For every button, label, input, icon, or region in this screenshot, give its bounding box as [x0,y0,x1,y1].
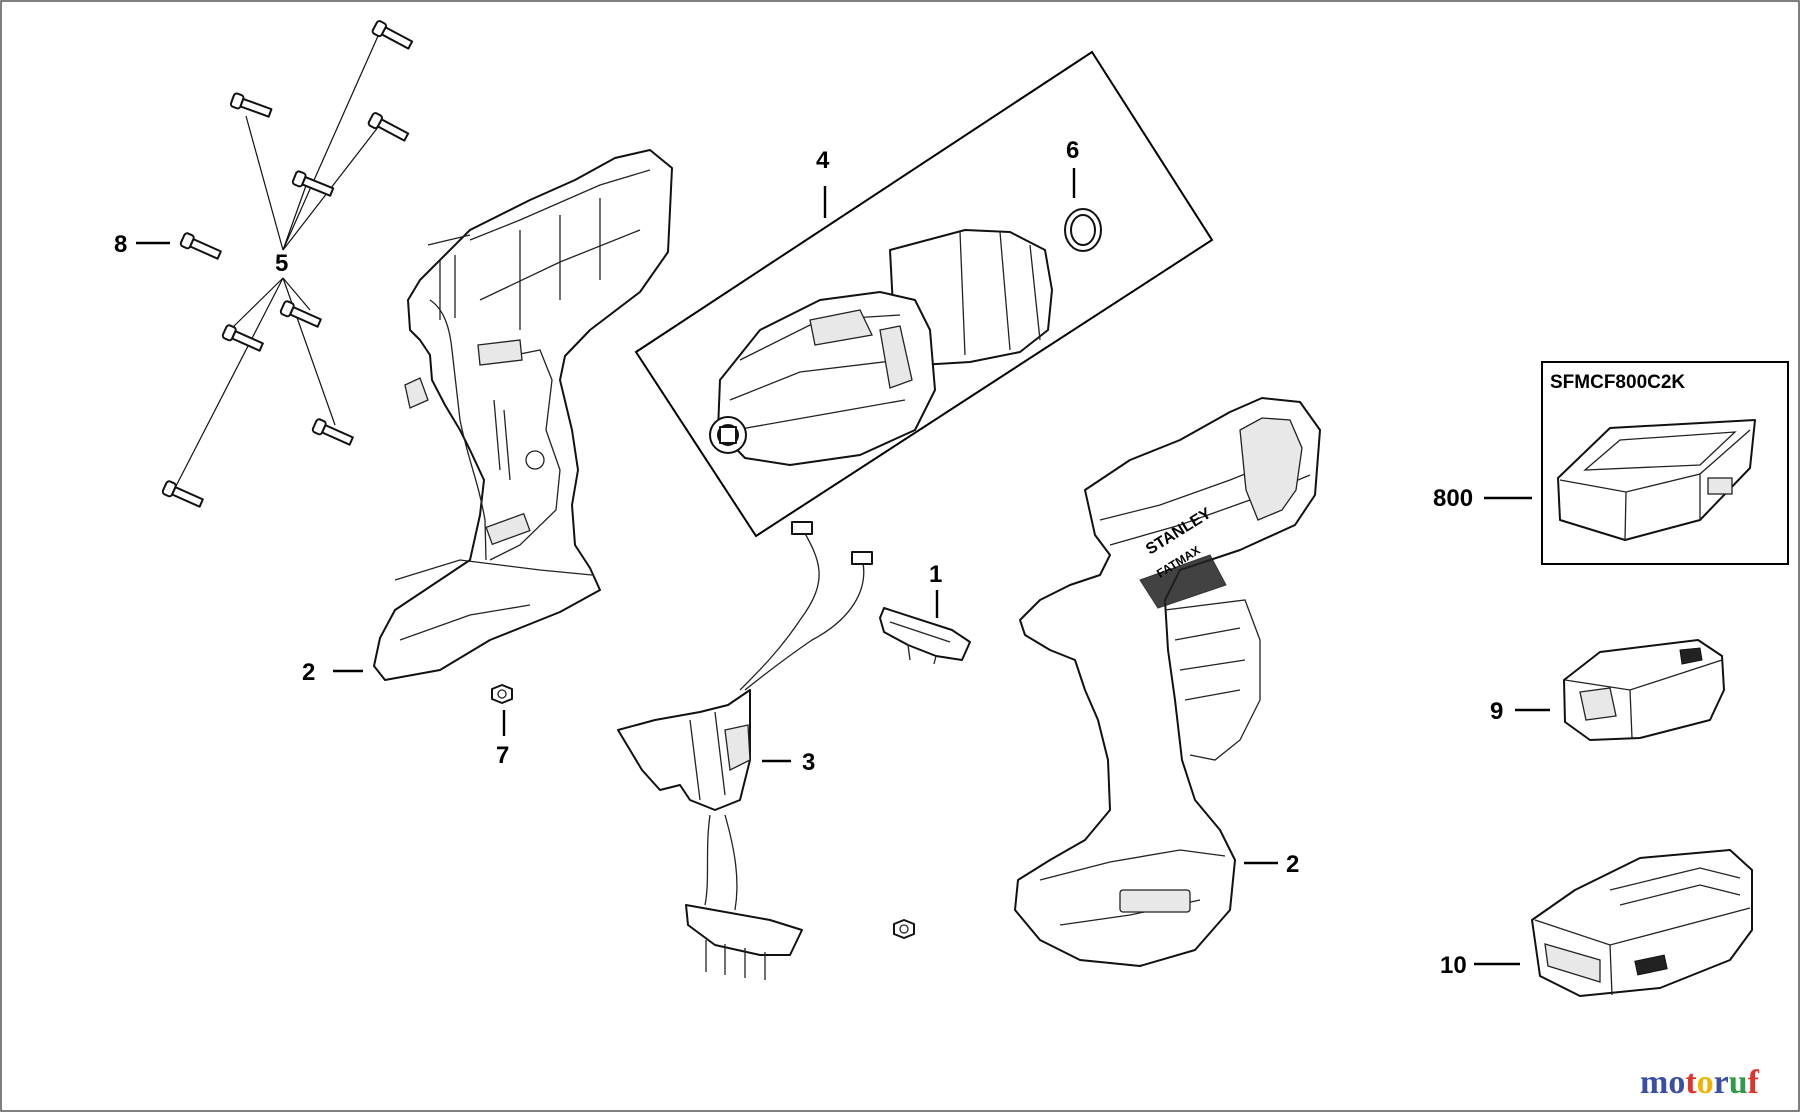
battery-pack [1563,639,1725,741]
screw [371,20,414,50]
watermark-letter: o [1696,1064,1714,1101]
screw [221,324,264,352]
screws-group [161,20,414,508]
screw [179,232,222,260]
callout-9: 9 [1490,698,1503,725]
kit-box-frame: SFMCF800C2K [1541,361,1789,565]
motor-assembly-box [634,50,1214,538]
callout-4: 4 [816,147,830,174]
watermark-letter: m [1640,1064,1669,1101]
watermark-letter: f [1747,1064,1759,1101]
callout-8: 8 [114,231,127,258]
switch-assembly [491,521,915,980]
screw [229,92,273,118]
watermark-letter: u [1728,1064,1748,1101]
callout-1: 1 [929,561,942,588]
charger [1531,849,1753,997]
callout-5: 5 [275,250,288,277]
callout-10: 10 [1440,952,1467,979]
watermark-letter: t [1685,1064,1697,1101]
left-housing-half [373,149,673,681]
screw [279,300,322,328]
kit-box-label: SFMCF800C2K [1550,372,1685,393]
kit-frame [1541,361,1789,565]
callout-6: 6 [1066,137,1079,164]
callout-2-right: 2 [1286,851,1299,878]
watermark-letter: r [1713,1064,1729,1101]
callout-800: 800 [1433,485,1473,512]
callout-leaders [136,168,1550,966]
callout-3: 3 [802,749,815,776]
clip-part [879,607,971,665]
right-housing-half: STANLEY FATMAX [1014,397,1321,967]
screw [161,480,204,508]
callout-7: 7 [496,742,509,769]
callout-numbers: 8 5 2 7 3 4 6 1 2 800 9 10 [114,137,1503,979]
watermark-letter: o [1668,1064,1686,1101]
callout-2-left: 2 [302,659,315,686]
screw-leaders [174,35,383,489]
screw [291,170,335,197]
watermark-logo: motoruf [1640,1064,1759,1102]
screw [367,112,410,142]
storage-case [1557,419,1756,541]
screw [311,418,354,446]
